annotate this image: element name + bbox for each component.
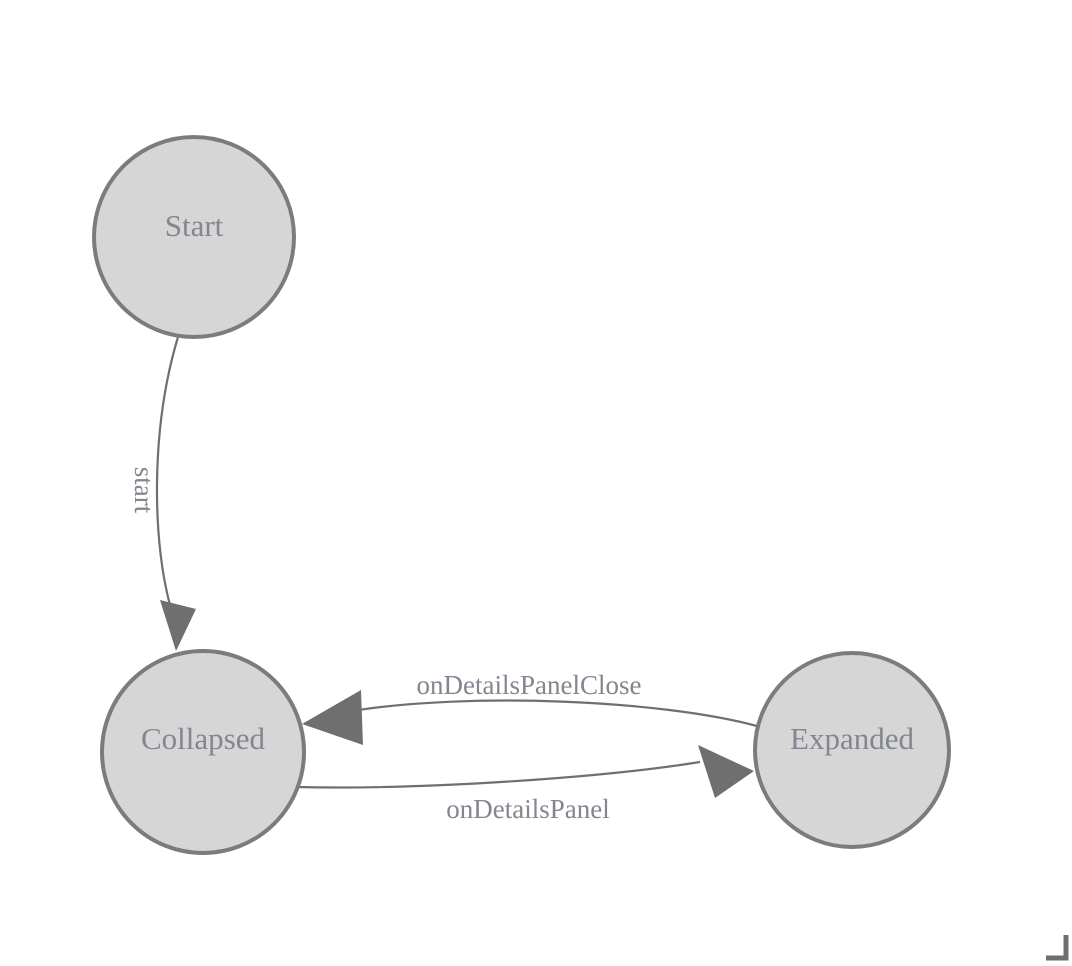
state-node-expanded[interactable]: Expanded (753, 651, 951, 849)
arrowhead-into-collapsed-right (302, 690, 363, 745)
edge-start-to-collapsed-path (155, 336, 180, 613)
edge-collapsed-to-expanded[interactable]: onDetailsPanel (295, 745, 754, 824)
edge-expanded-to-collapsed[interactable]: onDetailsPanelClose (302, 670, 758, 745)
state-node-expanded-label: Expanded (790, 721, 914, 756)
arrowhead-into-collapsed-top (160, 600, 196, 651)
state-node-expanded-circle (753, 651, 951, 849)
edge-expanded-to-collapsed-path (351, 699, 758, 728)
state-node-collapsed-circle (100, 649, 306, 855)
state-node-collapsed[interactable]: Collapsed (100, 649, 306, 855)
edge-start-to-collapsed[interactable]: start (129, 336, 196, 651)
resize-corner-bracket-icon[interactable] (1046, 935, 1069, 961)
state-node-start[interactable]: Start (92, 135, 296, 339)
edge-collapsed-to-expanded-path (295, 760, 701, 789)
state-node-start-circle (92, 135, 296, 339)
arrowhead-into-expanded (698, 745, 754, 798)
edge-label-on-details-panel: onDetailsPanel (446, 794, 609, 824)
state-node-collapsed-label: Collapsed (141, 721, 265, 756)
edge-label-on-details-panel-close: onDetailsPanelClose (417, 670, 642, 700)
state-node-start-label: Start (165, 208, 224, 243)
edge-label-start: start (129, 467, 159, 514)
